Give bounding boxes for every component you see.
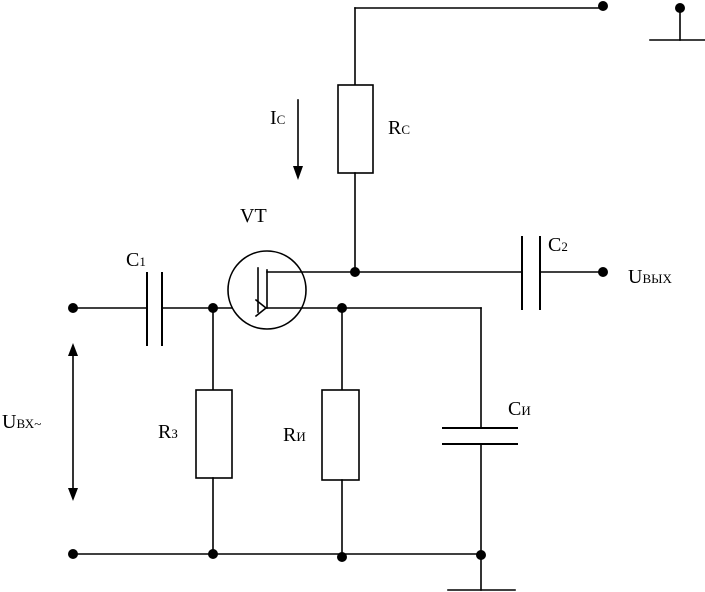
- resistor-rz: [195, 389, 233, 479]
- label-ci: CИ: [508, 398, 531, 420]
- ground-symbol-top: [649, 3, 705, 41]
- label-uvyh: UВЫХ: [628, 266, 672, 288]
- ground-rail: [68, 549, 516, 591]
- capacitor-ci: [442, 307, 518, 556]
- resistor-ri: [321, 389, 360, 481]
- label-uvx: UВХ~: [2, 411, 41, 433]
- label-c1: C1: [126, 249, 146, 271]
- input-branch: [68, 272, 233, 346]
- input-voltage-arrow: [68, 343, 78, 501]
- output-branch: [266, 236, 608, 310]
- label-rc: RC: [388, 117, 410, 139]
- transistor-vt: [227, 250, 345, 330]
- current-arrow-ic: [293, 99, 303, 180]
- label-c2: C2: [548, 234, 568, 256]
- label-vt: VT: [240, 205, 267, 227]
- label-ic: IC: [270, 107, 285, 129]
- resistor-rc: [337, 84, 374, 174]
- label-rz: RЗ: [158, 421, 178, 443]
- label-ri: RИ: [283, 424, 306, 446]
- supply-rail: [354, 1, 608, 86]
